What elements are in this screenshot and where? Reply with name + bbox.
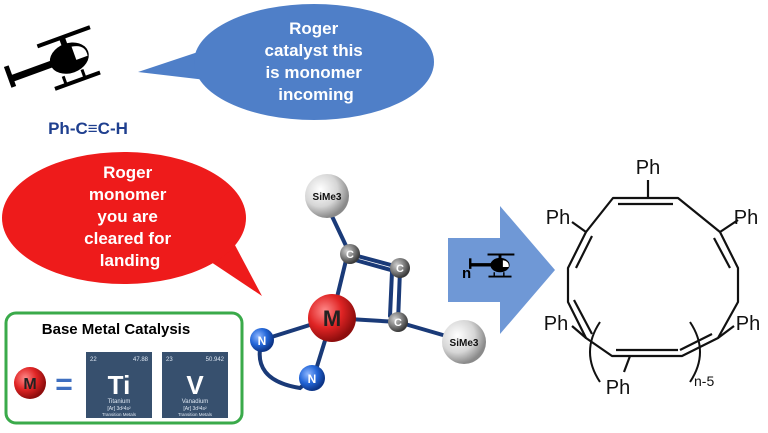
v-mass: 50.942	[206, 357, 225, 363]
blue-bubble-text: Roger catalyst this is monomer incoming	[265, 19, 368, 104]
v-number: 23	[166, 357, 173, 363]
ph-label-upper-left: Ph	[546, 207, 570, 229]
carbon-atom-2	[390, 258, 410, 278]
metal-atom	[308, 294, 356, 342]
arrow-count-label: n	[462, 265, 471, 282]
ph-label-lower-right: Ph	[736, 313, 760, 335]
nitrogen-label-top: N	[258, 334, 267, 348]
red-speech-bubble	[2, 152, 262, 296]
carbon-atom-3	[388, 312, 408, 332]
metal-label: M	[323, 306, 341, 331]
ph-label-lower-left: Ph	[544, 313, 568, 335]
v-symbol: V	[186, 370, 204, 400]
box-metal-atom	[14, 367, 46, 399]
nitrogen-label-bottom: N	[308, 372, 317, 386]
element-tile-ti	[86, 352, 152, 418]
substituent-bonds	[571, 180, 739, 373]
ph-label-upper-right: Ph	[734, 207, 758, 229]
silyl-label-top: SiMe3	[313, 192, 342, 203]
red-bubble-text: Roger monomer you are cleared for landin…	[84, 163, 176, 270]
silyl-atom-right	[442, 320, 486, 364]
carbon-atom-1	[340, 244, 360, 264]
element-tile-v	[162, 352, 228, 418]
box-metal-label: M	[23, 376, 36, 393]
carbon-label-1: C	[346, 249, 354, 261]
carbon-label-2: C	[396, 263, 404, 275]
box-title: Base Metal Catalysis	[42, 321, 190, 338]
silyl-atom-top	[305, 174, 349, 218]
ti-number: 22	[90, 357, 97, 363]
ph-label-bottom: Ph	[606, 377, 630, 399]
blue-speech-bubble	[138, 4, 434, 120]
box-equals: =	[55, 368, 73, 401]
v-category: Transition Metals	[178, 412, 213, 417]
ph-label-top: Ph	[636, 157, 660, 179]
helicopter-icon	[4, 27, 106, 102]
nitrogen-atom-bottom	[299, 365, 325, 391]
catalyst-bonds	[257, 210, 462, 391]
nitrogen-atom-top	[250, 328, 274, 352]
ti-config: [Ar] 3d²4s²	[107, 406, 131, 412]
ti-symbol: Ti	[108, 370, 131, 400]
monomer-label: Ph-C≡C-H	[48, 119, 128, 138]
v-name: Vanadium	[182, 399, 209, 405]
repeat-bracket-left	[589, 321, 601, 383]
ti-category: Transition Metals	[102, 412, 137, 417]
repeat-label: n-5	[694, 373, 714, 389]
silyl-label-right: SiMe3	[450, 338, 479, 349]
repeat-bracket-right	[689, 321, 701, 383]
v-config: [Ar] 3d³4s²	[183, 406, 207, 412]
carbon-label-3: C	[394, 317, 402, 329]
ti-name: Titanium	[108, 399, 131, 405]
ti-mass: 47.88	[133, 357, 149, 363]
